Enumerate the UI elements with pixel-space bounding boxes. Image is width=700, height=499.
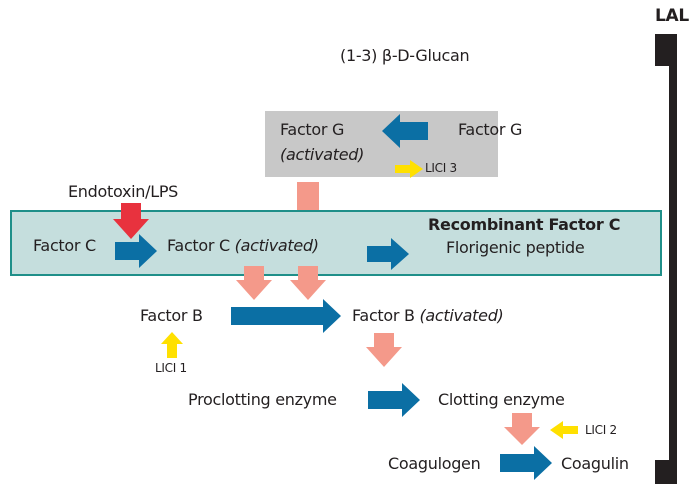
blue-arrow-enzyme — [368, 383, 420, 417]
factor-b-activated-note: (activated) — [419, 306, 504, 325]
factor-c-activated-note: (activated) — [234, 236, 319, 255]
lal-bracket-bar — [669, 34, 677, 484]
factor-c-inactive-label: Factor C — [33, 236, 96, 255]
lici1-label: LICI 1 — [155, 361, 187, 375]
red-arrow-endotoxin — [113, 203, 149, 239]
factor-g-activated-note: (activated) — [280, 145, 365, 164]
endotoxin-label: Endotoxin/LPS — [68, 182, 179, 201]
lal-bracket-bottom — [655, 460, 677, 484]
yellow-arrow-lici2 — [550, 421, 578, 439]
factor-c-activated-name: Factor C — [167, 236, 230, 255]
salmon-connector-factor-g — [297, 182, 319, 210]
lici2-label: LICI 2 — [585, 423, 617, 437]
blue-arrow-factor-g — [382, 114, 428, 148]
yellow-arrow-lici3 — [395, 160, 423, 178]
blue-arrow-factor-b — [231, 299, 341, 333]
salmon-arrow-b-to-enzyme — [366, 333, 402, 367]
proclotting-enzyme-label: Proclotting enzyme — [188, 390, 337, 409]
recombinant-title: Recombinant Factor C — [428, 215, 621, 234]
recombinant-subtitle: Florigenic peptide — [446, 238, 585, 257]
factor-b-activated-name: Factor B — [352, 306, 415, 325]
coagulin-label: Coagulin — [561, 454, 629, 473]
coagulogen-label: Coagulogen — [388, 454, 481, 473]
glucan-label: (1-3) β-D-Glucan — [340, 46, 470, 65]
lal-label: LAL — [655, 6, 689, 26]
salmon-arrow-c-to-b — [236, 266, 272, 300]
blue-arrow-coag — [500, 446, 552, 480]
factor-b-inactive-label: Factor B — [140, 306, 203, 325]
salmon-arrow-enzyme-to-coag — [504, 413, 540, 445]
salmon-arrow-g-to-b — [290, 266, 326, 300]
factor-b-activated-label: Factor B (activated) — [352, 306, 504, 325]
lici3-label: LICI 3 — [425, 161, 457, 175]
factor-g-inactive-label: Factor G — [458, 120, 523, 139]
factor-g-activated-label: Factor G — [280, 120, 345, 139]
blue-arrow-recombinant — [367, 238, 409, 270]
blue-arrow-factor-c — [115, 234, 157, 268]
yellow-arrow-lici1 — [161, 332, 183, 358]
factor-c-activated-label: Factor C (activated) — [167, 236, 319, 255]
clotting-enzyme-label: Clotting enzyme — [438, 390, 565, 409]
factor-g-box — [265, 111, 498, 177]
